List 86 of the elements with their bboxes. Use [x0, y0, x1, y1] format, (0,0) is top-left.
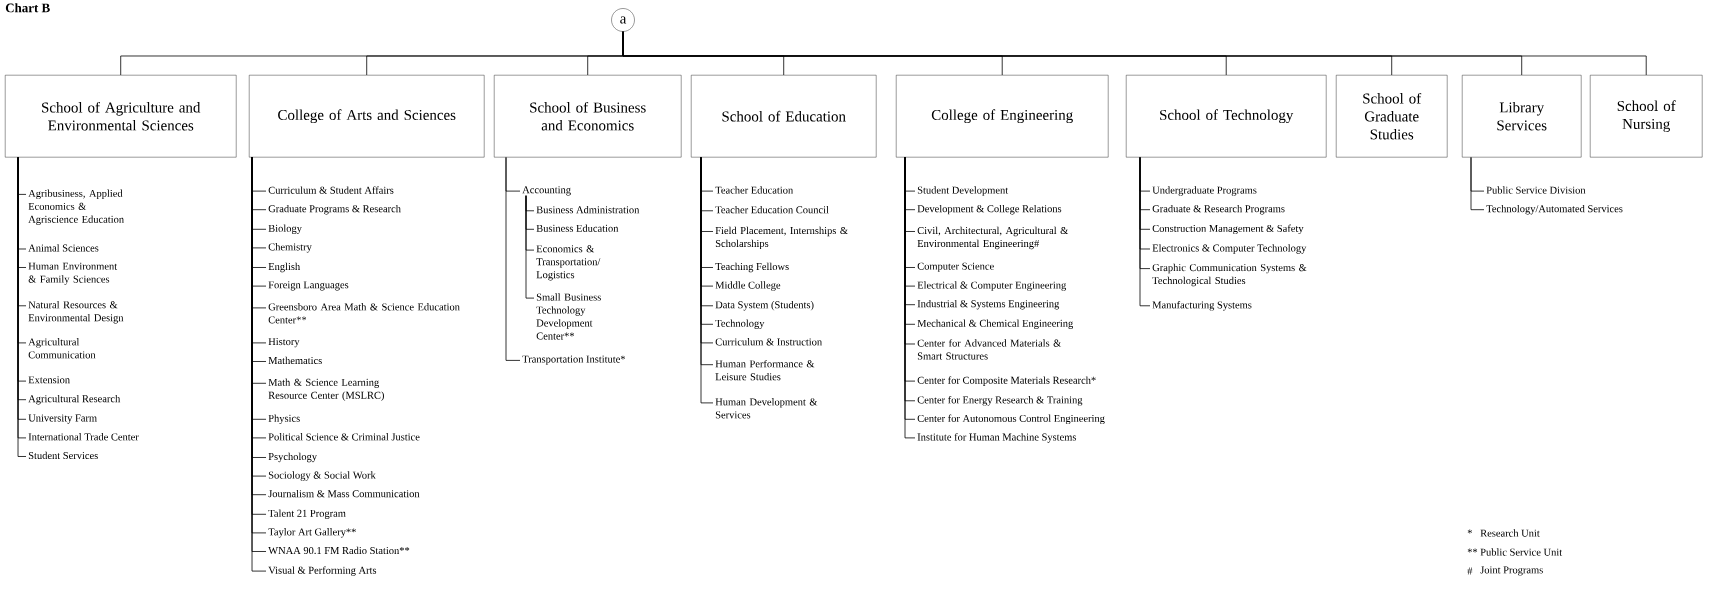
- department-label: Graduate & Research Programs: [1152, 204, 1285, 215]
- department-label: Electrical & Computer Engineering: [917, 281, 1067, 291]
- department-label: Teacher Education: [715, 186, 794, 194]
- department-label: WNAA 90.1 FM Radio Station**: [268, 546, 410, 555]
- department-label: Political Science & Criminal Justice: [268, 433, 420, 441]
- department-label: Agricultural Communication: [28, 338, 96, 359]
- chart-title: Chart B: [5, 3, 50, 13]
- legend-text: Joint Programs: [1480, 566, 1543, 576]
- department-label: Biology: [268, 224, 302, 234]
- school-box: School of Agriculture and Environmental Sciences: [5, 75, 237, 158]
- department-label: Natural Resources & Environmental Design: [28, 301, 124, 324]
- department-label: Curriculum & Student Affairs: [268, 186, 394, 194]
- school-box: School of Graduate Studies: [1336, 75, 1448, 158]
- department-label: Physics: [268, 414, 300, 424]
- department-label: International Trade Center: [28, 433, 139, 441]
- department-label: Technology: [715, 319, 765, 329]
- department-label: Human Development & Services: [715, 398, 818, 419]
- department-label: Center for Composite Materials Research*: [917, 376, 1096, 386]
- department-label: History: [268, 338, 300, 348]
- department-label: Development & College Relations: [917, 204, 1062, 215]
- department-label: Journalism & Mass Communication: [268, 489, 420, 498]
- department-label: Technology/Automated Services: [1486, 204, 1623, 215]
- department-label: Computer Science: [917, 262, 994, 272]
- department-label: Center for Advanced Materials & Smart Structures: [917, 339, 1062, 360]
- department-label: Data System (Students): [715, 301, 814, 311]
- legend-symbol: *: [1467, 529, 1472, 534]
- department-label: Psychology: [268, 452, 317, 463]
- department-label: Graphic Communication Systems & Technological Studies: [1152, 263, 1307, 287]
- school-box: College of Arts and Sciences: [249, 75, 485, 158]
- department-label: Animal Sciences: [28, 244, 99, 252]
- department-label: Talent 21 Program: [268, 509, 346, 519]
- department-label: Agribusiness, Applied Economics & Agriscience Education: [28, 189, 124, 225]
- connector-line: [505, 157, 521, 361]
- school-box: School of Business and Economics: [494, 75, 682, 158]
- department-label: English: [268, 262, 301, 273]
- department-label: Graduate Programs & Research: [268, 204, 401, 215]
- department-label: Business Administration: [536, 206, 640, 214]
- department-label: Human Environment & Family Sciences: [28, 262, 118, 285]
- department-label: Mathematics: [268, 356, 322, 365]
- department-label: Civil, Architectural, Agricultural & Environmental Engineering#: [917, 226, 1069, 250]
- school-box: School of Nursing: [1590, 75, 1703, 158]
- connector-line: [1470, 157, 1485, 211]
- department-label: Teaching Fellows: [715, 262, 789, 273]
- department-label: Mechanical & Chemical Engineering: [917, 319, 1073, 329]
- department-label: Manufacturing Systems: [1152, 301, 1252, 311]
- department-label: Accounting: [522, 186, 571, 196]
- legend-text: Research Unit: [1480, 529, 1540, 537]
- department-label: Field Placement, Internships & Scholarships: [715, 226, 848, 250]
- department-label: Middle College: [715, 281, 781, 291]
- connector-line: [525, 195, 535, 299]
- connector-line: [700, 157, 714, 404]
- department-label: Construction Management & Safety: [1152, 224, 1304, 235]
- department-label: Extension: [28, 376, 70, 384]
- department-label: Undergraduate Programs: [1152, 186, 1257, 196]
- connector-line: [1139, 157, 1151, 307]
- department-label: Public Service Division: [1486, 186, 1586, 194]
- department-label: Industrial & Systems Engineering: [917, 299, 1060, 310]
- department-label: University Farm: [28, 414, 97, 424]
- department-label: Visual & Performing Arts: [268, 566, 377, 576]
- department-label: Teacher Education Council: [715, 206, 829, 214]
- department-label: Greensboro Area Math & Science Education Center**: [268, 303, 460, 324]
- department-label: Center for Energy Research & Training: [917, 396, 1083, 406]
- department-label: Chemistry: [268, 243, 312, 253]
- department-label: Electronics & Computer Technology: [1152, 244, 1307, 254]
- department-label: Institute for Human Machine Systems: [917, 433, 1077, 443]
- school-box: Library Services: [1462, 75, 1582, 158]
- department-label: Economics & Transportation/ Logistics: [536, 245, 601, 281]
- department-label: Center for Autonomous Control Engineering: [917, 414, 1105, 425]
- legend-text: Public Service Unit: [1480, 548, 1563, 556]
- department-label: Transportation Institute*: [522, 355, 626, 365]
- school-box: School of Technology: [1126, 75, 1327, 158]
- legend-symbol: #: [1467, 567, 1473, 575]
- department-label: Agricultural Research: [28, 394, 121, 405]
- department-label: Sociology & Social Work: [268, 471, 376, 481]
- department-label: Math & Science Learning Resource Center (MSLRC): [268, 378, 384, 401]
- department-label: Curriculum & Instruction: [715, 338, 822, 346]
- department-label: Student Services: [28, 451, 98, 460]
- department-label: Small Business Technology Development Center**: [536, 293, 601, 340]
- school-box: School of Education: [691, 75, 877, 158]
- legend-symbol: **: [1467, 548, 1478, 553]
- department-label: Human Performance & Leisure Studies: [715, 359, 815, 381]
- department-label: Taylor Art Gallery**: [268, 528, 356, 538]
- school-box: College of Engineering: [896, 75, 1109, 158]
- department-label: Student Development: [917, 186, 1009, 196]
- department-label: Business Education: [536, 224, 619, 232]
- department-label: Foreign Languages: [268, 281, 349, 291]
